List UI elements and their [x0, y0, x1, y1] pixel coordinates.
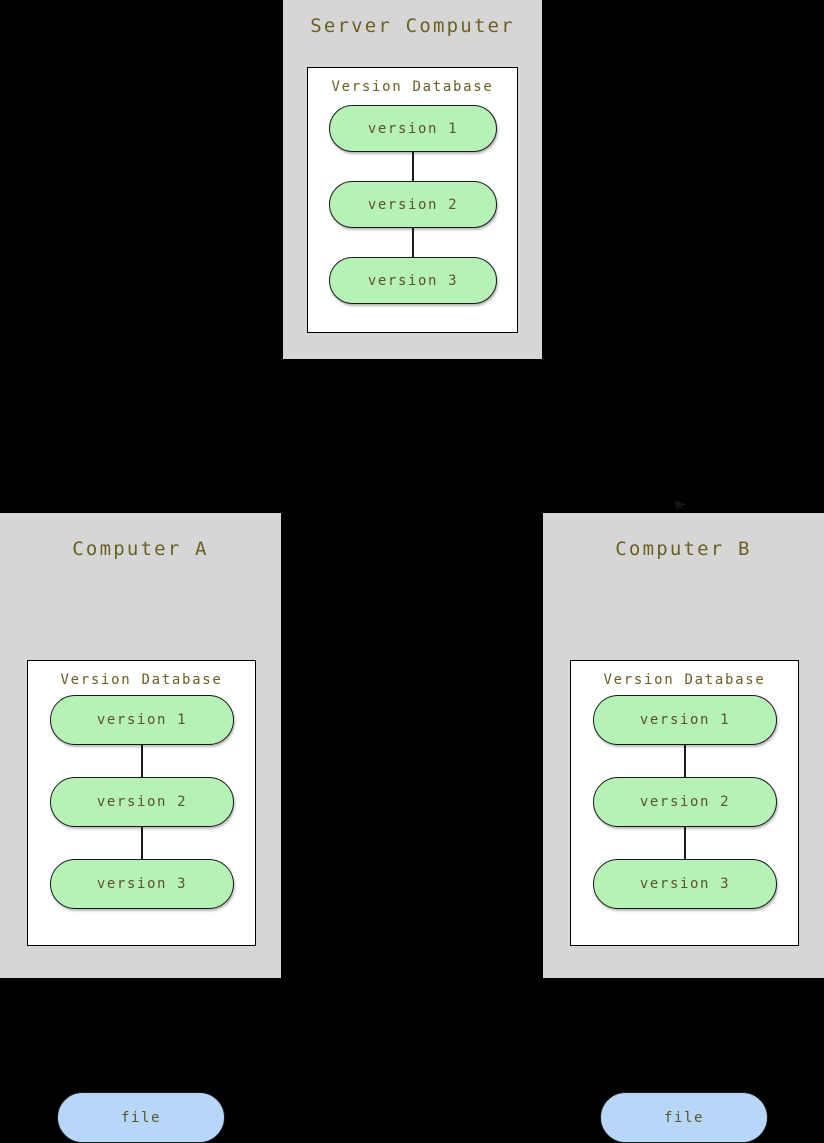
- version-database-title: Version Database: [60, 672, 223, 688]
- version-node-2[interactable]: version 2: [329, 181, 497, 228]
- version-node-3[interactable]: version 3: [329, 257, 497, 304]
- panel-computer-b: Computer B file Version Database version…: [543, 513, 824, 1143]
- version-node-1[interactable]: version 1: [593, 695, 777, 745]
- connector-version-2-3: [412, 228, 414, 257]
- version-node-1[interactable]: version 1: [50, 695, 234, 745]
- version-node-1[interactable]: version 1: [329, 105, 497, 152]
- file-node-b[interactable]: file: [600, 1092, 768, 1143]
- panel-title-computer-a: Computer A: [72, 538, 209, 560]
- version-node-2[interactable]: version 2: [593, 777, 777, 827]
- version-database-title: Version Database: [331, 79, 494, 95]
- version-database-title: Version Database: [603, 672, 766, 688]
- connector-version-1-2: [684, 745, 686, 777]
- version-database-computer-a: Version Database version 1 version 2 ver…: [27, 660, 256, 946]
- version-node-3[interactable]: version 3: [50, 859, 234, 909]
- panel-server-computer: Server Computer Version Database version…: [283, 0, 542, 359]
- connector-version-1-2: [141, 745, 143, 777]
- panel-title-server: Server Computer: [310, 15, 515, 37]
- version-database-server: Version Database version 1 version 2 ver…: [307, 67, 518, 333]
- version-database-computer-b: Version Database version 1 version 2 ver…: [570, 660, 799, 946]
- connector-version-1-2: [412, 152, 414, 181]
- version-node-2[interactable]: version 2: [50, 777, 234, 827]
- connector-version-2-3: [684, 827, 686, 859]
- cursor-artifact-icon: [675, 500, 687, 510]
- connector-version-2-3: [141, 827, 143, 859]
- file-node-a[interactable]: file: [57, 1092, 225, 1143]
- version-node-3[interactable]: version 3: [593, 859, 777, 909]
- panel-computer-a: Computer A file Version Database version…: [0, 513, 281, 1143]
- panel-title-computer-b: Computer B: [615, 538, 752, 560]
